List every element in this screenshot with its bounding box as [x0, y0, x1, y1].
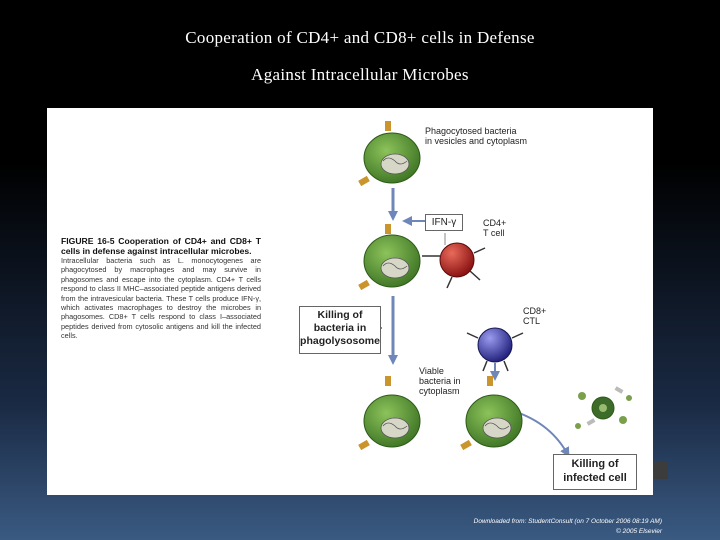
killing-infected-cell-box: Killing of infected cell: [553, 454, 637, 490]
killing-bacteria-line1: Killing of: [317, 309, 363, 321]
label-cd4-line1: CD4+: [483, 218, 507, 228]
caption-body: Intracellular bacteria such as L. monocy…: [61, 256, 261, 341]
label-phagocytosed-line2: in vesicles and cytoplasm: [425, 136, 528, 146]
figure-caption: FIGURE 16-5 Cooperation of CD4+ and CD8+…: [61, 236, 261, 341]
label-viable-line3: cytoplasm: [419, 386, 460, 396]
label-cd8-line1: CD8+: [523, 306, 547, 316]
killing-bacteria-line3: phagolysosome: [300, 335, 380, 347]
credit-downloaded: Downloaded from: StudentConsult (on 7 Oc…: [473, 518, 662, 525]
label-cd4-line2: T cell: [483, 228, 505, 238]
slide-title-line1: Cooperation of CD4+ and CD8+ cells in De…: [185, 28, 535, 47]
decorative-square: [654, 462, 668, 479]
cd4-t-cell: [422, 242, 486, 289]
label-phagocytosed-line1: Phagocytosed bacteria: [425, 126, 517, 136]
killing-bacteria-line2: bacteria in: [313, 322, 367, 334]
label-cd4-t-cell: CD4+ T cell: [483, 218, 506, 238]
caption-heading: FIGURE 16-5 Cooperation of CD4+ and CD8+…: [61, 236, 261, 256]
label-viable-bacteria: Viable bacteria in cytoplasm: [419, 366, 461, 396]
credit-copyright: © 2005 Elsevier: [616, 528, 662, 535]
label-phagocytosed: Phagocytosed bacteria in vesicles and cy…: [425, 126, 527, 146]
apoptotic-cell-fragments: [575, 386, 632, 429]
cd8-ctl-cell: [466, 327, 524, 372]
label-cd8-ctl: CD8+ CTL: [523, 306, 546, 326]
ifn-gamma-box: IFN-γ: [425, 214, 463, 231]
label-viable-line1: Viable: [419, 366, 444, 376]
macrophage-cell-3: [358, 376, 421, 451]
killing-bacteria-box: Killing of bacteria in phagolysosome: [299, 306, 381, 354]
label-cd8-line2: CTL: [523, 316, 541, 326]
figure-panel: FIGURE 16-5 Cooperation of CD4+ and CD8+…: [47, 108, 653, 495]
macrophage-cell-2: [358, 224, 421, 291]
killing-infected-line1: Killing of: [571, 458, 619, 470]
label-viable-line2: bacteria in: [419, 376, 461, 386]
slide-title-line2: Against Intracellular Microbes: [251, 65, 469, 84]
diagram-svg: [358, 121, 632, 458]
macrophage-cell-1: [358, 121, 421, 187]
killing-infected-line2: infected cell: [563, 472, 627, 484]
macrophage-cell-4: [460, 376, 523, 451]
